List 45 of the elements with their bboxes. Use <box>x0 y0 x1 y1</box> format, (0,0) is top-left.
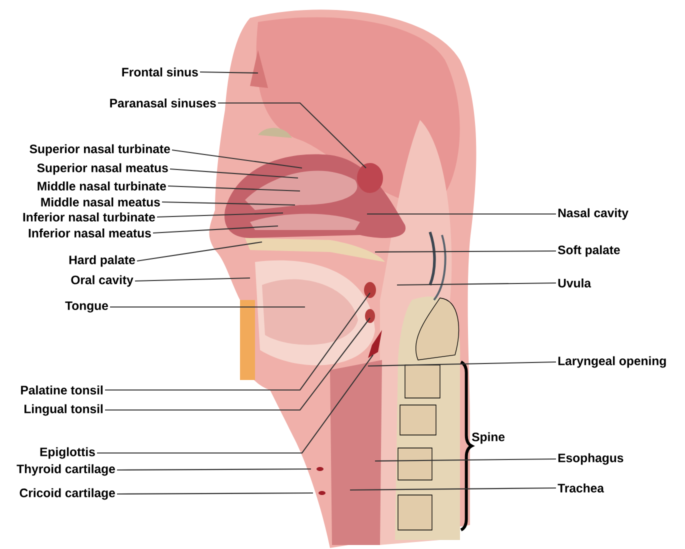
leader-line <box>117 492 313 495</box>
leader-line <box>172 149 302 169</box>
part-label: Frontal sinus <box>122 68 198 76</box>
part-label: Cricoid cartilage <box>20 488 115 500</box>
leader-line <box>162 201 296 206</box>
part-label: Superior nasal meatus <box>37 163 168 175</box>
leader-line <box>97 354 374 454</box>
part-label: Trachea <box>558 484 604 492</box>
leader-line <box>367 213 556 215</box>
leader-line <box>168 185 300 192</box>
part-label: Palatine tonsil <box>21 386 103 394</box>
part-label: Oral cavity <box>71 275 134 287</box>
leader-line <box>110 306 305 308</box>
leader-line <box>218 102 366 168</box>
part-label: Nasal cavity <box>558 208 628 220</box>
leader-line <box>397 282 556 286</box>
leader-line <box>157 212 284 218</box>
part-label: Epiglottis <box>40 447 95 459</box>
part-label: Soft palate <box>558 245 620 257</box>
leader-line <box>105 292 370 391</box>
part-label: Esophagus <box>558 453 624 465</box>
part-label: Laryngeal opening <box>558 356 666 368</box>
leader-line <box>350 487 556 491</box>
part-label: Lingual tonsil <box>24 404 103 416</box>
leader-line <box>105 318 370 411</box>
leader-line <box>117 468 311 471</box>
part-label: Uvula <box>558 278 592 288</box>
leader-line <box>375 458 556 462</box>
leader-line <box>368 361 556 367</box>
part-label: Superior nasal turbinate <box>30 144 170 156</box>
part-label: Thyroid cartilage <box>16 464 115 476</box>
part-label: Hard palate <box>69 255 135 267</box>
bracket-label: Spine <box>472 432 505 444</box>
part-label: Paranasal sinuses <box>110 98 216 108</box>
leader-line <box>200 71 258 74</box>
leader-line <box>375 250 556 253</box>
part-label: Middle nasal meatus <box>41 198 160 206</box>
leader-line <box>170 168 298 179</box>
leader-line <box>136 241 262 262</box>
part-label: Middle nasal turbinate <box>38 182 166 190</box>
leader-line <box>135 277 250 282</box>
part-label: Inferior nasal meatus <box>28 228 151 238</box>
part-label: Tongue <box>65 301 108 312</box>
leader-line <box>152 225 278 234</box>
part-label: Inferior nasal turbinate <box>23 212 155 222</box>
